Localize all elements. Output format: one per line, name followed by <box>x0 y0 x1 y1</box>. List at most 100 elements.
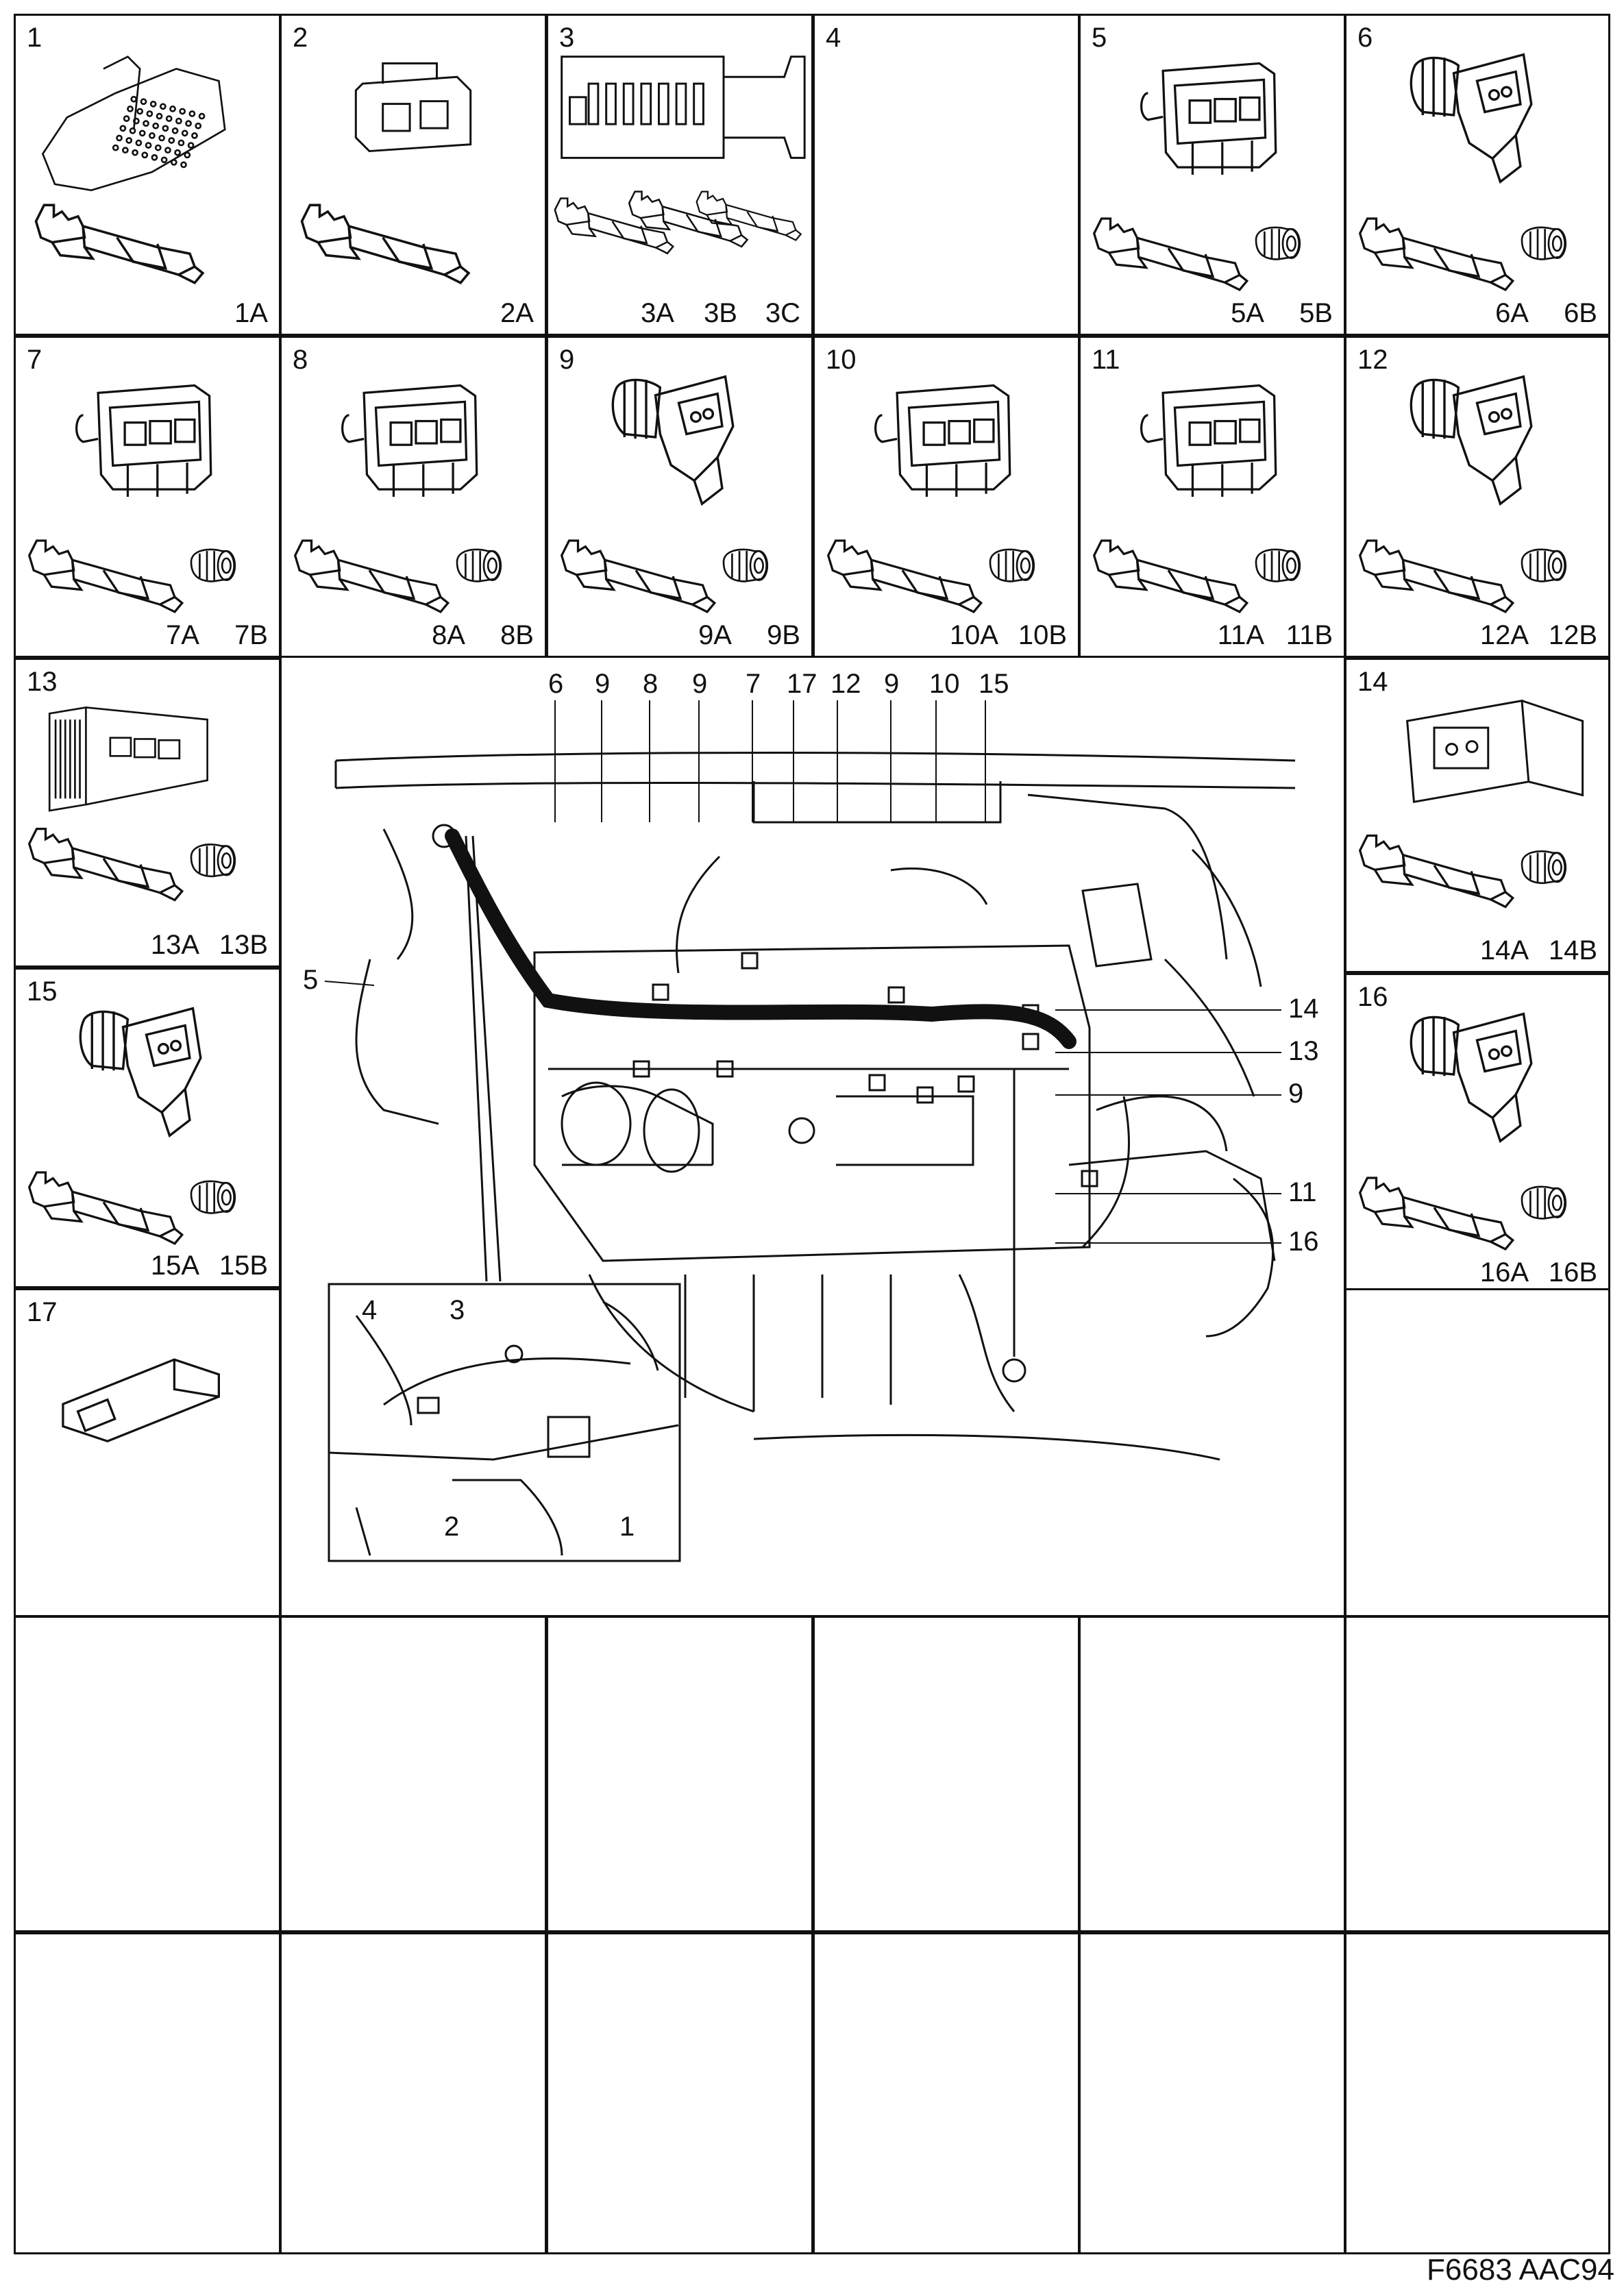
terminal-drawing <box>1358 834 1515 909</box>
cell-number: 16 <box>1357 982 1388 1012</box>
part-label: 15A <box>150 1251 199 1281</box>
cell-number: 7 <box>27 345 42 375</box>
part-label: 9B <box>767 620 800 650</box>
part-label: 12B <box>1548 620 1597 650</box>
housing-drawing <box>341 384 478 497</box>
connector-illustration <box>27 706 236 902</box>
connector-marker <box>957 1075 975 1093</box>
part-label: 5A <box>1231 298 1264 328</box>
part-label: 3B <box>704 298 737 328</box>
cell-number: 8 <box>293 345 308 375</box>
seal-drawing <box>1521 548 1567 582</box>
terminal-drawing <box>34 204 205 284</box>
connector-cell-9: 9 9A 9B <box>546 336 813 658</box>
empty-grid-cell <box>813 1932 1080 2254</box>
connector-cell-7: 7 7A 7B <box>14 336 281 658</box>
part-label: 11B <box>1285 620 1333 650</box>
callout-leader <box>324 981 375 986</box>
connector-cell-8: 8 8A 8B <box>280 336 547 658</box>
seal-drawing <box>989 548 1035 582</box>
cell-number: 9 <box>559 345 575 375</box>
terminal-drawing <box>300 204 471 284</box>
connector-illustration <box>1358 699 1584 909</box>
part-label: 2A <box>500 298 534 328</box>
part-label: 14B <box>1548 935 1597 965</box>
part-label: 9A <box>698 620 732 650</box>
terminal-drawing <box>628 190 749 248</box>
empty-grid-cell <box>1344 1932 1610 2254</box>
cell-number: 3 <box>559 23 575 53</box>
part-label: 7A <box>166 620 199 650</box>
cell-number: 6 <box>1357 23 1373 53</box>
seal-drawing <box>190 548 236 582</box>
connector-illustration <box>1092 384 1301 614</box>
callout-top-7: 7 <box>746 669 761 699</box>
blade-terminal-drawing <box>62 1358 220 1442</box>
connector-illustration <box>1092 62 1301 292</box>
callout-top-10: 10 <box>929 669 960 699</box>
terminal-drawing <box>27 539 184 614</box>
housing-drawing <box>75 384 212 497</box>
cell-number: 14 <box>1357 667 1388 697</box>
connector-illustration <box>293 384 502 614</box>
terminal-drawing <box>826 539 983 614</box>
seal-drawing <box>1521 1185 1567 1220</box>
part-label: 7B <box>234 620 268 650</box>
main-harness <box>445 828 1076 1049</box>
empty-grid-cell <box>1344 1616 1610 1932</box>
cell-number: 13 <box>27 667 58 697</box>
connector-marker <box>1022 1033 1039 1050</box>
connector-marker <box>632 1060 650 1078</box>
round-plug-drawing <box>611 375 735 506</box>
part-label: 13A <box>150 930 199 960</box>
part-label: 15B <box>219 1251 268 1281</box>
seal-drawing <box>190 1180 236 1214</box>
seal-drawing <box>1255 226 1301 260</box>
callout-inset-1: 1 <box>619 1512 635 1542</box>
cell-number: 2 <box>293 23 308 53</box>
round-plug-drawing <box>1410 53 1533 184</box>
fuse-box-drawing <box>561 56 806 159</box>
connector-illustration <box>62 1358 220 1442</box>
callout-right-13: 13 <box>1288 1036 1319 1066</box>
engine-bay-drawing <box>334 751 1296 1461</box>
part-label: 6B <box>1564 298 1597 328</box>
callout-top-9: 9 <box>884 669 900 699</box>
connector-marker <box>887 986 905 1004</box>
callout-left-5: 5 <box>303 965 319 995</box>
ecu-connector-drawing <box>41 56 226 192</box>
empty-grid-cell <box>280 1932 547 2254</box>
connector-illustration <box>554 56 806 255</box>
part-label: 16A <box>1479 1257 1529 1288</box>
part-label: 6A <box>1495 298 1529 328</box>
terminal-drawing <box>27 828 184 902</box>
cell-number: 10 <box>826 345 857 375</box>
connector-cell-4: 4 <box>813 14 1080 336</box>
callout-right-11: 11 <box>1288 1177 1317 1207</box>
callout-top-8: 8 <box>643 669 659 699</box>
seal-drawing <box>1255 548 1301 582</box>
connector-cell-6: 6 6A 6B <box>1344 14 1610 336</box>
terminal-drawing <box>27 1171 184 1245</box>
connector-marker <box>652 983 669 1001</box>
callout-inset-4: 4 <box>362 1295 378 1325</box>
empty-grid-cell <box>14 1616 281 1932</box>
figure-code: F6683 AAC94 <box>1427 2253 1614 2287</box>
cell-number: 5 <box>1092 23 1107 53</box>
connector-cell-2: 2 2A <box>280 14 547 336</box>
cell-number: 1 <box>27 23 42 53</box>
callout-right-14: 14 <box>1288 994 1319 1024</box>
callout-inset-3: 3 <box>450 1295 465 1325</box>
part-label: 8B <box>500 620 534 650</box>
connector-illustration <box>1358 53 1567 291</box>
terminal-drawing <box>1092 539 1249 614</box>
part-label: 8A <box>432 620 465 650</box>
callout-top-12: 12 <box>831 669 861 699</box>
connector-illustration <box>1358 375 1567 613</box>
connector-illustration <box>27 384 236 614</box>
